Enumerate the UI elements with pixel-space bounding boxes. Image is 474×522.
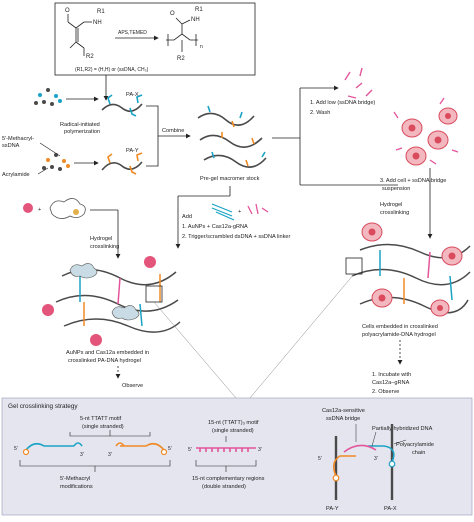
polymer-r2-label: R2 [177,56,185,62]
polyacryl-label-1: Polyacrylamide [396,442,434,448]
polymer-o-label: O [170,11,175,17]
polymerization-label-2: polymerization [64,129,100,135]
cross-three-prime: 3' [374,456,378,462]
polymerization-label-1: Radical-initiated [60,122,100,128]
comp-bracket [195,460,257,472]
comp-label-2: (double stranded) [202,484,246,490]
observe-right-label: 2. Observe [372,389,399,395]
motif-1-strands [22,442,168,456]
zoom-line-right [249,273,355,399]
polymer-n-label: n [200,44,203,50]
polymer-r1-label: R1 [195,7,203,13]
motif-2-strand [196,447,256,452]
three-prime-mid: 3' [108,452,112,458]
trigger-label: 2. Trigger/scrambled dsDNA + ssDNA linke… [182,234,290,240]
five-prime-mid: 5' [168,446,172,452]
o-label: O [65,8,70,14]
hydrogel-left-label-1: Hydrogel [90,236,112,242]
incubate-label-2: Cas12a–gRNA [372,380,410,386]
r2-label: R2 [86,54,94,60]
right-caption-2: polyacrylamide-DNA hydrogel [362,332,436,338]
motif-2-five-prime: 5' [188,447,192,453]
monomer-cluster-bottom [42,153,70,171]
motif-1b-label: (single stranded) [82,424,124,430]
nh-label: NH [93,20,102,26]
right-hydrogel-network [345,222,471,317]
add-cell-label-2: suspension [382,186,410,192]
pa-x-chain [101,94,143,117]
ssdna-label: ssDNA [2,143,20,149]
left-hydrogel-network [42,256,181,346]
hydrogel-right-label-2: crosslinking [380,210,409,216]
ssdna-pointer [39,142,61,157]
add-label: Add [182,214,192,220]
methacryl-label-1: 5'-Methacryl [60,476,90,482]
motif-2-three-prime: 3' [258,447,262,453]
methacryl-label: 5'-Methacryl- [2,136,34,142]
pa-y-bottom-label: PA-Y [326,506,339,512]
pa-y-chain [101,152,143,175]
stock-label: Pre-gel macromer stock [200,176,260,182]
left-caption-2: crosslinked PA-DNA hydrogel [68,358,141,364]
aunps-label: 1. AuNPs + Cas12a-gRNA [182,224,248,230]
strategy-title: Gel crosslinking strategy [8,403,78,410]
cas-sensitive-label-1: Cas12a-sensitive [322,408,365,414]
svg-text:+: + [238,209,241,215]
observe-left-label: Observe [122,383,143,389]
polymer-nh-label: NH [191,17,200,23]
left-caption-1: AuNPs and Cas12a embedded in [66,350,149,356]
pa-x-label: PA-X [126,92,139,98]
five-prime-left: 5' [14,446,18,452]
polyacryl-label-2: chain [412,450,425,456]
incubate-label-1: 1. Incubate with [372,372,411,378]
acrylamide-label: Acrylamide [2,172,30,178]
hydrogel-right-label-1: Hydrogel [380,202,402,208]
cross-five-prime: 5' [318,456,322,462]
pa-x-bottom-label: PA-X [384,506,397,512]
motif-2b-label: (single stranded) [212,428,254,434]
polymer-structure [166,17,198,52]
reagents-label: APS,TEMED [118,30,147,36]
acrylamide-pointer [37,167,49,175]
methacryl-bracket [19,460,171,472]
motif-2-label: 15-nt (TTATT)₃ motif [208,420,259,426]
reagent-icons: + + [23,198,269,221]
combine-label: Combine [162,128,184,134]
add-low-label-2: 2. Wash [310,110,330,116]
pa-y-label: PA-Y [126,148,139,154]
motif-1-bracket [69,430,151,437]
crosslink-diagram [332,424,407,500]
methacryl-label-2: modifications [60,484,93,490]
comp-label-1: 15-nt complementary regions [192,476,265,482]
motif-1-label: 5-nt TTATT motif [80,416,122,422]
add-cell-label-1: 3. Add cell + ssDNA bridge [380,178,446,184]
monomer-cluster-top [34,88,62,106]
strategy-panel: Gel crosslinking strategy 5-nt TTATT mot… [1,397,473,516]
chemistry-box: NH R1 O R2 APS,TEMED O NH R1 R2 n (R1,R2… [54,2,256,76]
partial-label: Partially hybridized DNA [372,426,433,432]
macromer-stock-cluster [197,105,267,168]
add-low-label-1: 1. Add low (ssDNA bridge) [310,100,375,106]
monomer-structure [67,14,92,56]
svg-text:+: + [38,207,41,213]
cell-cluster [393,97,459,166]
combine-bracket [146,105,190,167]
zoom-line-left [153,301,237,399]
hydrogel-left-label-2: crosslinking [90,244,119,250]
r1-label: R1 [97,9,105,15]
chem-legend: (R1,R2) = (H,H) or (ssDNA, CH₃) [75,67,149,73]
right-caption-1: Cells embedded in crosslinked [362,324,438,330]
cas-sensitive-label-2: ssDNA bridge [326,416,360,422]
ssdna-bridge-strands [344,67,373,99]
three-prime-left: 3' [80,452,84,458]
